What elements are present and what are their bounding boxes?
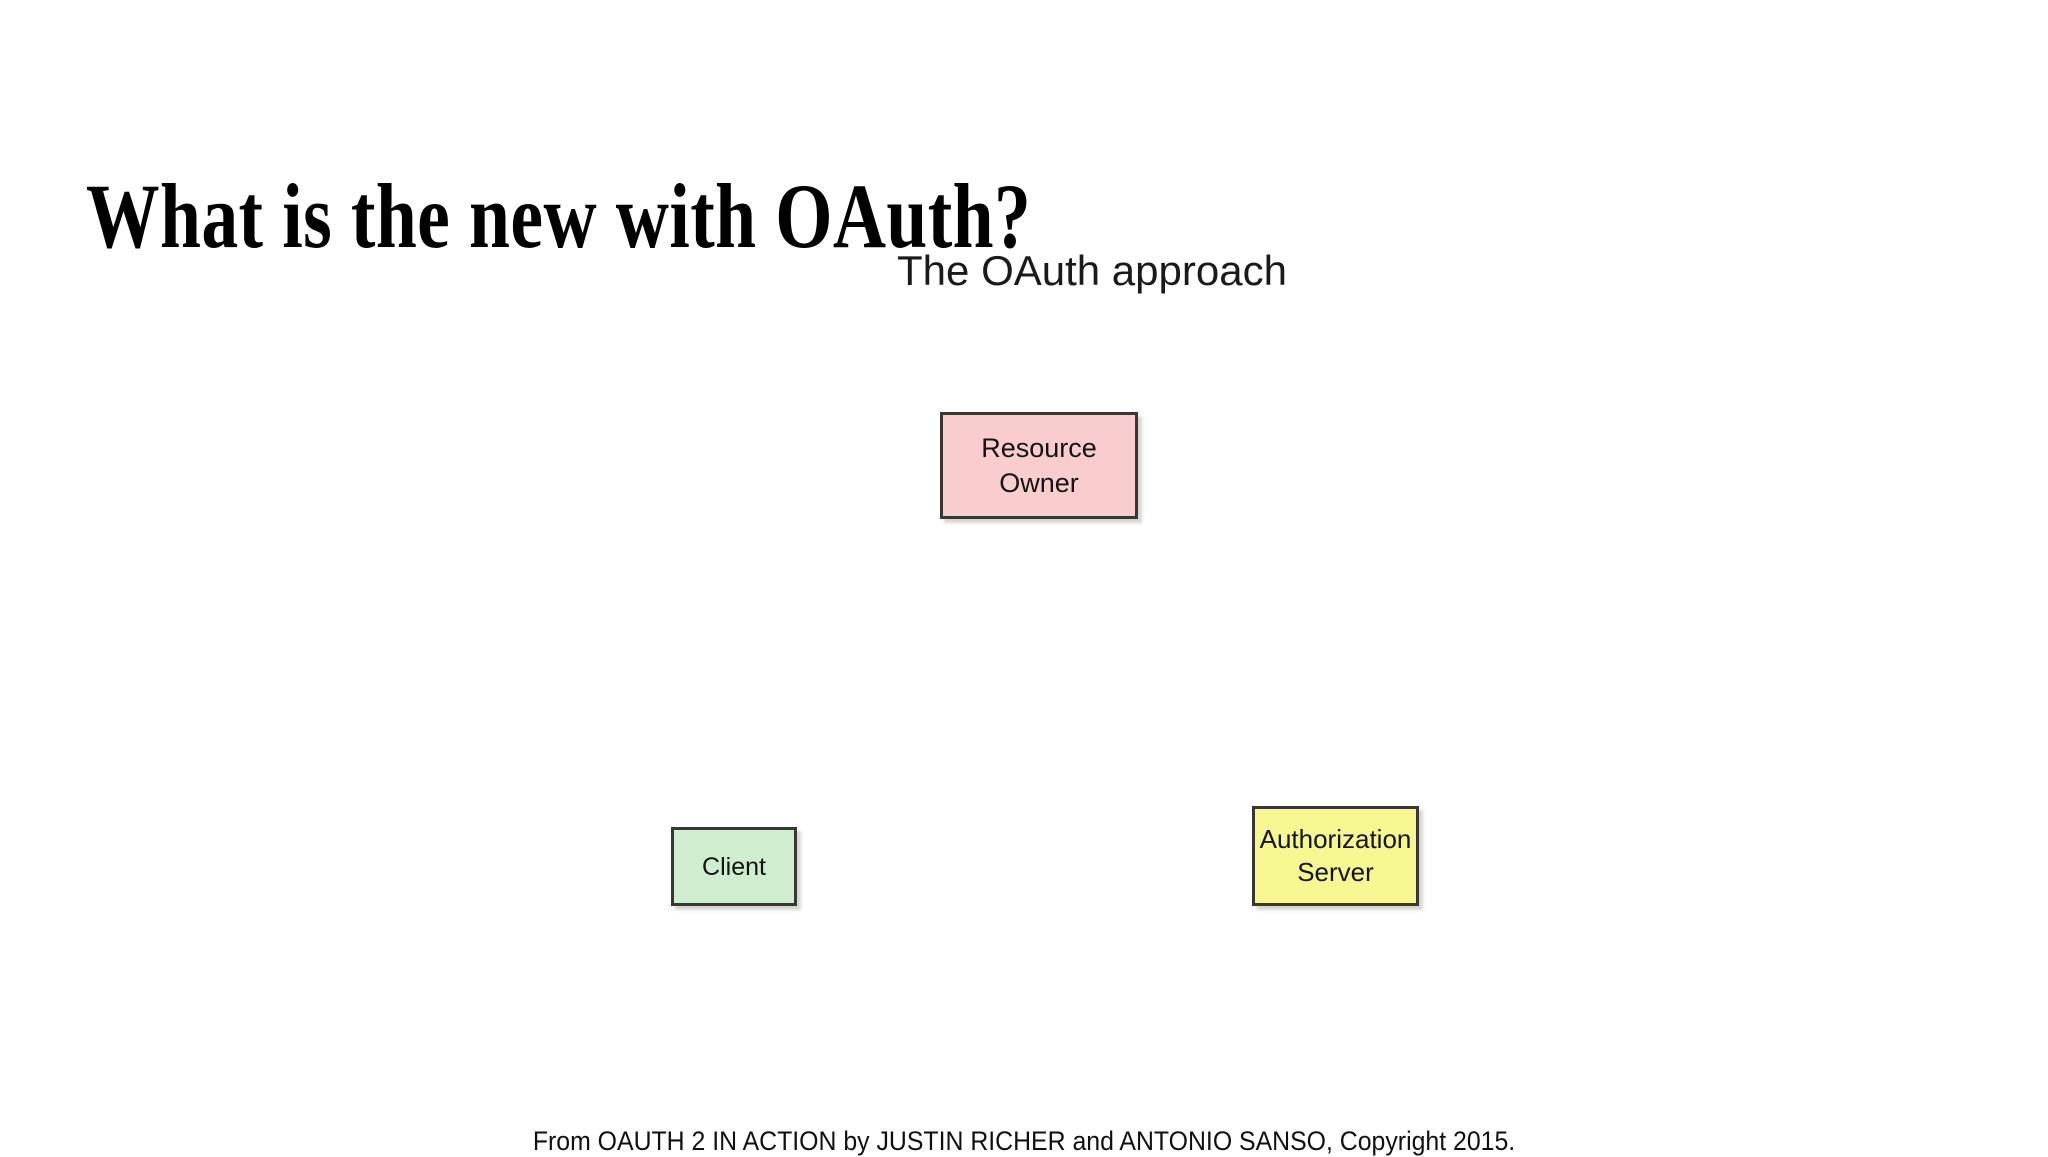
- attribution-footer: From OAUTH 2 IN ACTION by JUSTIN RICHER …: [532, 1126, 1516, 1156]
- slide-subtitle: The OAuth approach: [897, 247, 1287, 294]
- diagram-node-client: Client: [671, 827, 797, 906]
- page-title: What is the new with OAuth?: [86, 164, 1032, 267]
- diagram-node-resource-owner: Resource Owner: [940, 412, 1138, 519]
- diagram-node-label: Client: [702, 852, 766, 881]
- diagram-node-label: Resource Owner: [981, 432, 1097, 498]
- diagram-node-authorization-server: Authorization Server: [1252, 806, 1419, 906]
- diagram-node-label: Authorization Server: [1259, 823, 1412, 887]
